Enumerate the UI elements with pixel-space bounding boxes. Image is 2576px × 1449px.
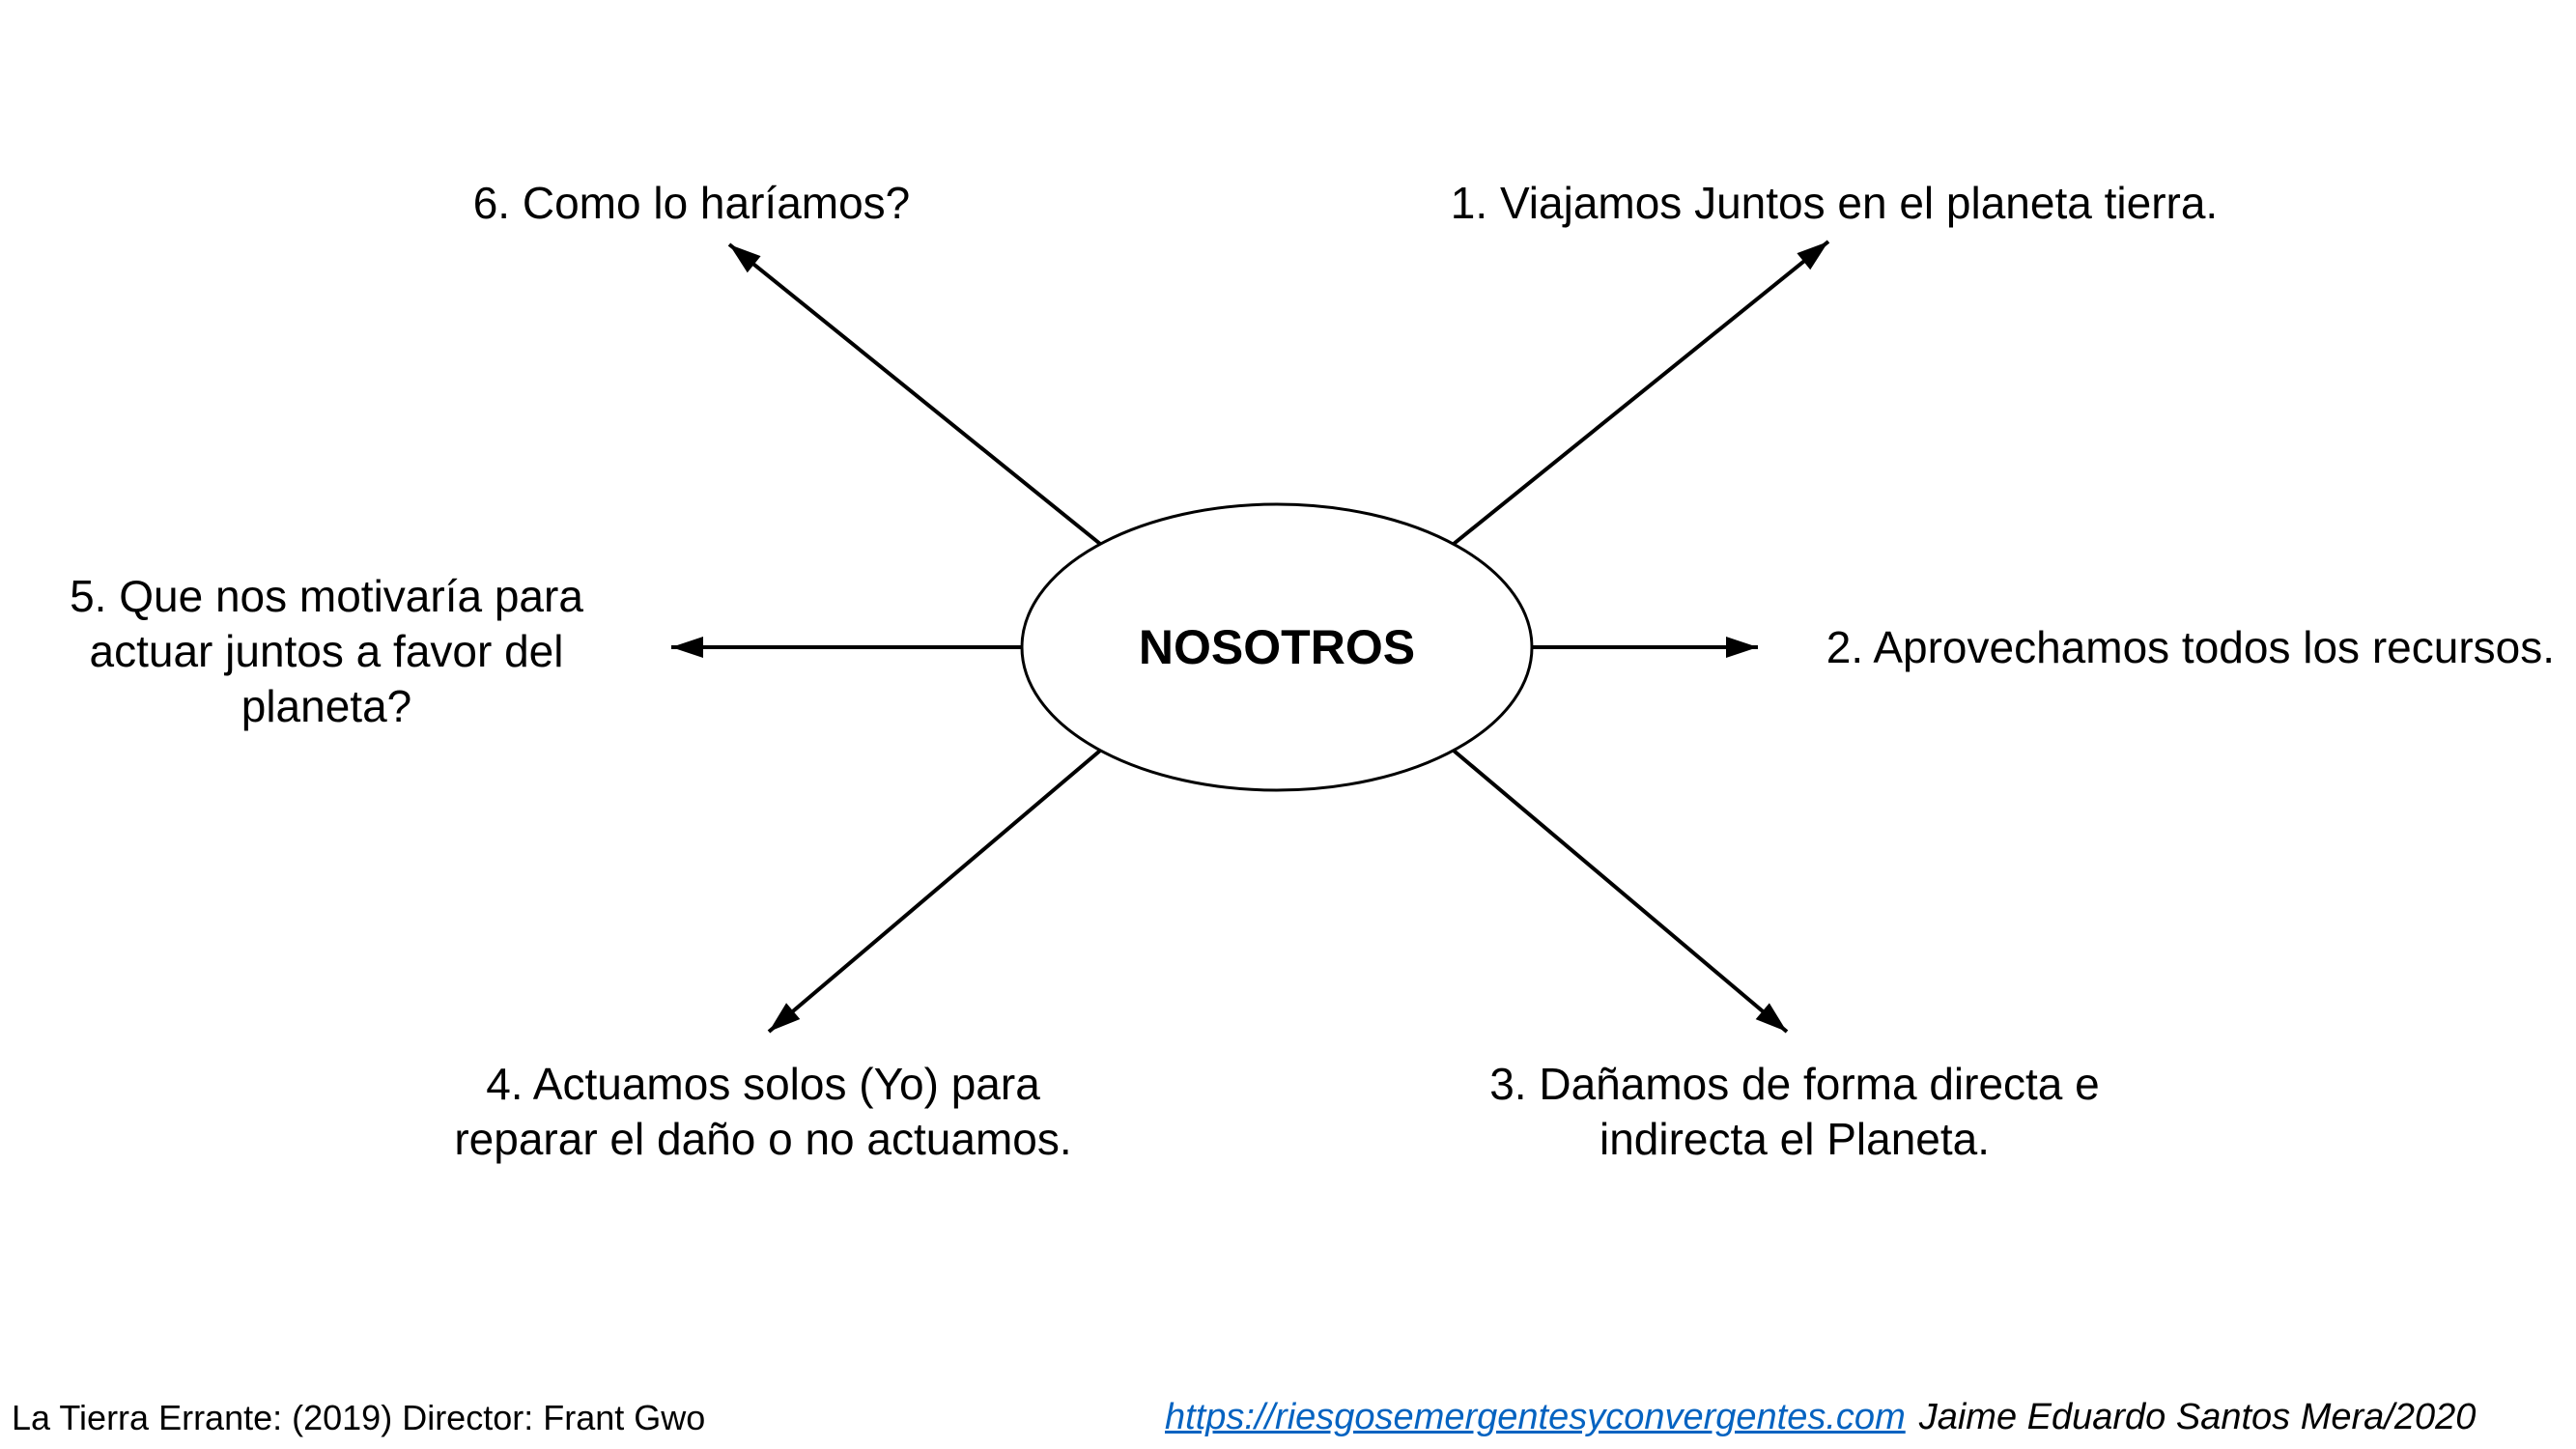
branch-2-label: 2. Aprovechamos todos los recursos. [1826,622,2555,672]
branch-3-label: 3. Dañamos de forma directa e indirecta … [1489,1059,2100,1164]
branch-3-arrow [1452,749,1789,1034]
center-node-ellipse [1020,502,1534,792]
branch-1-label: 1. Viajamos Juntos en el planeta tierra. [1450,178,2219,228]
center-node-label: NOSOTROS [1138,620,1416,674]
branch-4-label: 4. Actuamos solos (Yo) para reparar el d… [454,1059,1072,1164]
website-link[interactable]: https://riesgosemergentesyconvergentes.c… [1165,1397,1906,1437]
branch-4-arrow [767,749,1102,1034]
branch-6-label: 6. Como lo haríamos? [472,178,911,228]
author-credit-text: Jaime Eduardo Santos Mera/2020 [1918,1397,2477,1437]
movie-credit-text: La Tierra Errante: (2019) Director: Fran… [12,1398,706,1437]
branch-1-arrow [1452,240,1830,546]
footer-credit-row: https://riesgosemergentesyconvergentes.c… [1165,1393,2476,1441]
branch-6-arrow [727,242,1102,546]
branch-5-label: 5. Que nos motivaría para actuar juntos … [70,571,583,731]
